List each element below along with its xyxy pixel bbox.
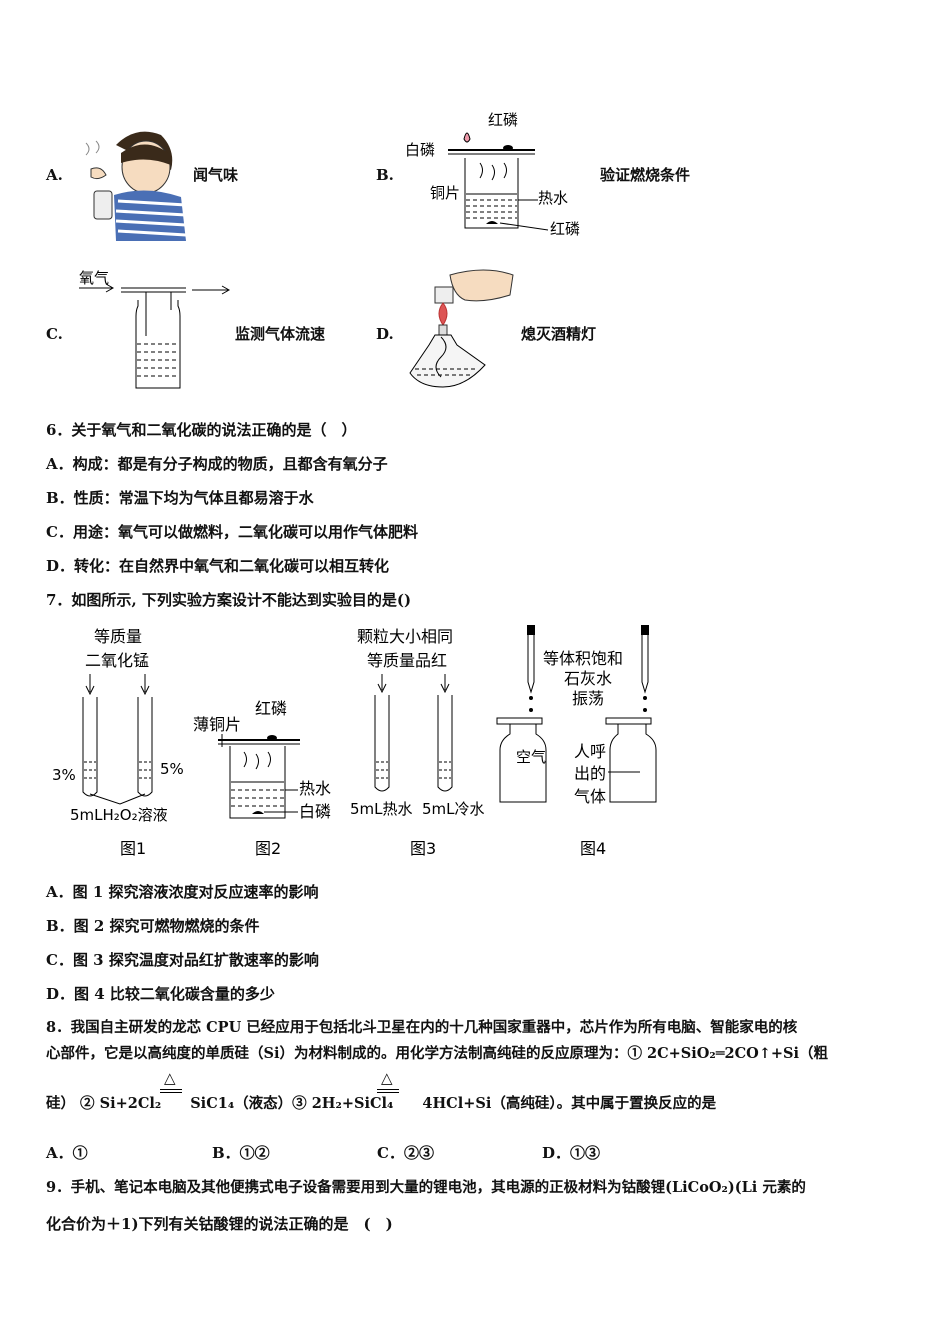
figure-1: 等质量 二氧化锰 3% 5% 5mLH₂O₂溶液 图1 [52, 627, 184, 858]
q7-figures: 等质量 二氧化锰 3% 5% 5mLH₂O₂溶液 图1 红磷 薄铜片 [50, 622, 690, 871]
alcohol-lamp-figure [405, 265, 515, 394]
fig3-right-label: 5mL冷水 [422, 800, 485, 818]
fig2-bottom-label: 白磷 [299, 802, 331, 821]
option-letter-c: C. [46, 325, 63, 343]
option-letter-b: B. [376, 166, 394, 184]
q8-line-3: 硅） ② Si+2Cl₂ SiC1₄（液态）③ 2H₂+SiCl₄ 4HCl+S… [46, 1095, 717, 1112]
q8-option-b: B．①② [212, 1144, 270, 1162]
q6-stem: 6．关于氧气和二氧化碳的说法正确的是（ ） [46, 421, 357, 439]
q7-option-d: D．图 4 比较二氧化碳含量的多少 [46, 985, 275, 1003]
q8-option-c: C．②③ [377, 1144, 434, 1162]
q6-option-b: B．性质：常温下均为气体且都易溶于水 [46, 489, 314, 507]
q6-option-a: A．构成：都是有分子构成的物质，且都含有氧分子 [46, 455, 388, 473]
figure-3: 颗粒大小相同 等质量品红 5mL热水 5mL冷水 图3 [350, 627, 485, 858]
fig4-right1: 人呼 [574, 742, 606, 761]
fig1-caption: 图1 [120, 839, 146, 858]
label-white-phosphorus: 白磷 [405, 141, 435, 159]
label-hot-water: 热水 [538, 189, 568, 207]
fig1-right-label: 5% [160, 760, 184, 778]
fig4-top2: 石灰水 [564, 669, 612, 688]
q6-option-c: C．用途：氧气可以做燃料，二氧化碳可以用作气体肥料 [46, 523, 418, 541]
q8-option-d: D．①③ [542, 1144, 601, 1162]
q7-option-b: B．图 2 探究可燃物燃烧的条件 [46, 917, 260, 935]
fig3-top1: 颗粒大小相同 [357, 627, 453, 646]
q8-option-a: A．① [46, 1144, 88, 1162]
fig4-left-label-1: 空气 [516, 748, 546, 766]
option-letter-d: D. [376, 325, 394, 343]
label-oxygen: 氧气 [79, 269, 109, 287]
fig1-top2: 二氧化锰 [85, 651, 149, 670]
delta-symbol-2: △ [381, 1069, 393, 1087]
option-d-label: 熄灭酒精灯 [521, 325, 597, 343]
fig4-caption: 图4 [580, 839, 606, 858]
q8-line-2: 心部件，它是以高纯度的单质硅（Si）为材料制成的。用化学方法制高纯硅的反应原理为… [46, 1045, 829, 1062]
smell-gas-figure [76, 125, 191, 247]
q6-option-d: D．转化：在自然界中氧气和二氧化碳可以相互转化 [46, 557, 390, 575]
option-c-label: 监测气体流速 [235, 325, 326, 343]
equals-sign-2 [377, 1089, 399, 1093]
q7-option-a: A．图 1 探究溶液浓度对反应速率的影响 [46, 883, 319, 901]
figure-2: 红磷 薄铜片 热水 白磷 图2 [193, 699, 331, 858]
q9-line-2: 化合价为＋1)下列有关钴酸锂的说法正确的是 ( ) [46, 1215, 393, 1233]
fig3-left-label: 5mL热水 [350, 800, 413, 818]
fig2-top-label: 红磷 [255, 699, 287, 718]
label-copper-sheet: 铜片 [430, 184, 460, 202]
label-red-phosphorus-bottom: 红磷 [550, 220, 580, 238]
fig2-caption: 图2 [255, 839, 281, 858]
fig4-right2: 出的 [574, 764, 606, 783]
combustion-setup-figure: 红磷 白磷 铜片 热水 红磷 [400, 108, 600, 247]
delta-symbol-1: △ [164, 1069, 176, 1087]
gas-flow-bottle-figure: 氧气 [76, 266, 236, 398]
fig4-top1: 等体积饱和 [543, 649, 623, 668]
q7-option-c: C．图 3 探究温度对品红扩散速率的影响 [46, 951, 319, 969]
fig1-bottom-label: 5mLH₂O₂溶液 [70, 806, 168, 824]
q7-stem: 7．如图所示, 下列实验方案设计不能达到实验目的是() [46, 591, 412, 609]
option-a-label: 闻气味 [193, 166, 239, 184]
q9-line-1: 9．手机、笔记本电脑及其他便携式电子设备需要用到大量的锂电池，其电源的正极材料为… [46, 1179, 806, 1196]
fig3-caption: 图3 [410, 839, 436, 858]
fig1-top1: 等质量 [94, 627, 142, 646]
fig1-left-label: 3% [52, 766, 76, 784]
label-red-phosphorus-top: 红磷 [488, 111, 518, 129]
figure-4: 等体积饱和 石灰水 振荡 空气 人呼 出的 气体 图4 [496, 625, 657, 858]
fig2-left-label: 薄铜片 [193, 715, 241, 734]
option-b-label: 验证燃烧条件 [600, 166, 691, 184]
fig3-top2: 等质量品红 [367, 651, 447, 670]
fig4-top3: 振荡 [572, 689, 604, 708]
option-letter-a: A. [46, 166, 63, 184]
equals-sign-1 [160, 1089, 182, 1093]
q8-line-1: 8．我国自主研发的龙芯 CPU 已经应用于包括北斗卫星在内的十几种国家重器中，芯… [46, 1019, 798, 1036]
fig4-right3: 气体 [574, 787, 606, 806]
fig2-water-label: 热水 [299, 779, 331, 798]
